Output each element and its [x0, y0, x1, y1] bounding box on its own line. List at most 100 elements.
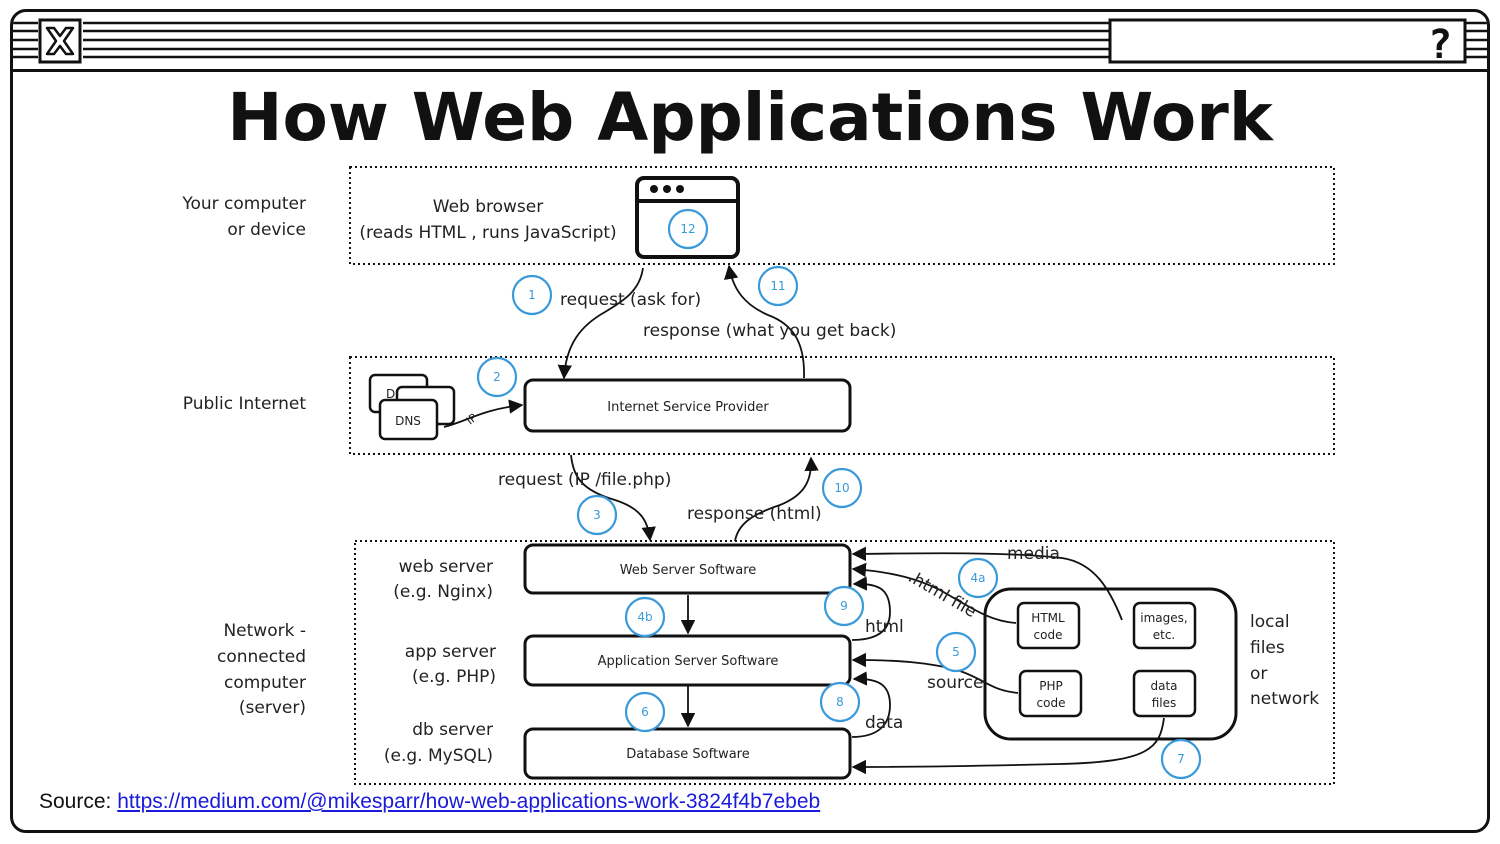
- label-data: data: [865, 713, 903, 733]
- app-server-box: [523, 634, 852, 687]
- titlebar-graphics: ?: [13, 18, 1487, 68]
- label-response-11: response (what you get back): [643, 321, 896, 341]
- db-server-side-2: (e.g. MySQL): [384, 746, 493, 766]
- step-1-number: 1: [528, 288, 536, 302]
- step-4b-number: 4b: [637, 610, 652, 624]
- zone-internet: [349, 356, 1335, 455]
- images-label-1: images,: [1140, 611, 1187, 625]
- step-8-number: 8: [836, 695, 844, 709]
- step-11-circle: [757, 265, 799, 307]
- label-dns-ip: IP: [464, 411, 480, 428]
- php-code-label-1: PHP: [1039, 679, 1063, 693]
- zone-label-device-1: Your computer: [181, 194, 306, 214]
- images-label-2: etc.: [1153, 628, 1176, 642]
- step-12-number: 12: [680, 222, 695, 236]
- html-code-label-1: HTML: [1031, 611, 1065, 625]
- web-server-label: Web Server Software: [620, 563, 757, 578]
- source-prefix: Source:: [39, 790, 112, 813]
- arrow-dns-ip: [443, 399, 524, 428]
- zone-label-device-2: or device: [227, 220, 306, 240]
- arrow-data-7: [851, 717, 1165, 775]
- step-12-circle: [667, 208, 709, 250]
- label-media: media: [1007, 544, 1060, 564]
- source-link[interactable]: https://medium.com/@mikesparr/how-web-ap…: [117, 790, 821, 813]
- isp-label: Internet Service Provider: [607, 400, 769, 415]
- step-10-circle: [821, 467, 863, 509]
- step-6-circle: [624, 691, 666, 733]
- step-11-number: 11: [770, 279, 785, 293]
- local-files-side-2: files: [1250, 638, 1285, 658]
- arrow-data-8: [851, 671, 891, 738]
- zone-label-server-3: computer: [224, 673, 306, 693]
- slide-title: How Web Applications Work: [227, 79, 1273, 156]
- app-server-side-1: app server: [405, 642, 496, 662]
- close-x-icon[interactable]: [38, 18, 82, 64]
- zone-label-server-2: connected: [217, 647, 306, 667]
- local-files-side-4: network: [1250, 689, 1319, 709]
- step-2-circle: [476, 356, 518, 398]
- arrow-html-file: [851, 562, 1017, 624]
- zone-label-server-4: (server): [239, 698, 306, 718]
- data-files-box: [1132, 669, 1197, 718]
- arrow-html-9: [851, 576, 891, 641]
- zone-server: [354, 540, 1335, 785]
- step-2-number: 2: [493, 370, 501, 384]
- app-server-side-2: (e.g. PHP): [412, 667, 496, 687]
- step-6-number: 6: [641, 705, 649, 719]
- step-5-circle: [935, 631, 977, 673]
- titlebar-field: [1108, 18, 1467, 64]
- window-titlebar: ?: [13, 12, 1487, 72]
- web-server-side-2: (e.g. Nginx): [393, 582, 493, 602]
- images-box: [1132, 601, 1197, 650]
- data-files-label-2: files: [1152, 696, 1177, 710]
- php-code-box: [1018, 669, 1083, 718]
- arrow-response-11: [724, 264, 805, 379]
- arrow-request-1: [557, 267, 644, 380]
- step-8-circle: [819, 681, 861, 723]
- step-3-circle: [576, 494, 618, 536]
- zone-label-internet: Public Internet: [183, 394, 307, 414]
- browser-label-2: (reads HTML , runs JavaScript): [359, 223, 616, 243]
- source-citation: Source: https://medium.com/@mikesparr/ho…: [39, 790, 820, 814]
- data-files-label-1: data: [1150, 679, 1177, 693]
- isp-box: [523, 378, 852, 433]
- db-server-box: [523, 727, 852, 780]
- web-server-box: [523, 543, 852, 595]
- dns-box: [378, 398, 439, 441]
- step-5-number: 5: [952, 645, 960, 659]
- help-question-icon[interactable]: ?: [1428, 22, 1452, 68]
- dns-label: DNS: [395, 414, 421, 428]
- browser-label-1: Web browser: [433, 197, 543, 217]
- db-server-side-1: db server: [412, 720, 493, 740]
- step-4a-circle: [957, 557, 999, 599]
- local-files-side-3: or: [1250, 664, 1267, 684]
- dns-back-label-1: D: [386, 387, 395, 401]
- zone-device: [349, 166, 1335, 265]
- db-server-label: Database Software: [626, 747, 749, 762]
- step-10-number: 10: [834, 481, 849, 495]
- step-9-circle: [823, 585, 865, 627]
- web-server-side-1: web server: [399, 557, 493, 577]
- zone-label-server-1: Network -: [223, 621, 306, 641]
- arrow-request-3: [570, 454, 656, 542]
- step-3-number: 3: [593, 508, 601, 522]
- arrow-media: [851, 546, 1123, 621]
- step-9-number: 9: [840, 599, 848, 613]
- label-html: html: [865, 617, 904, 637]
- arrow-response-10: [734, 456, 819, 542]
- php-code-label-2: code: [1037, 696, 1066, 710]
- local-files-side-1: local: [1250, 612, 1290, 632]
- label-request-3: request (IP /file.php): [498, 470, 671, 490]
- label-source: source: [927, 673, 983, 693]
- step-4a-number: 4a: [971, 571, 986, 585]
- html-code-box: [1016, 601, 1081, 650]
- step-7-number: 7: [1177, 752, 1185, 766]
- label-response-10: response (html): [687, 504, 822, 524]
- app-server-label: Application Server Software: [598, 654, 779, 669]
- step-4b-circle: [624, 596, 666, 638]
- step-7-circle: [1160, 738, 1202, 780]
- step-1-circle: [511, 274, 553, 316]
- html-code-label-2: code: [1034, 628, 1063, 642]
- label-request-1: request (ask for): [560, 290, 701, 310]
